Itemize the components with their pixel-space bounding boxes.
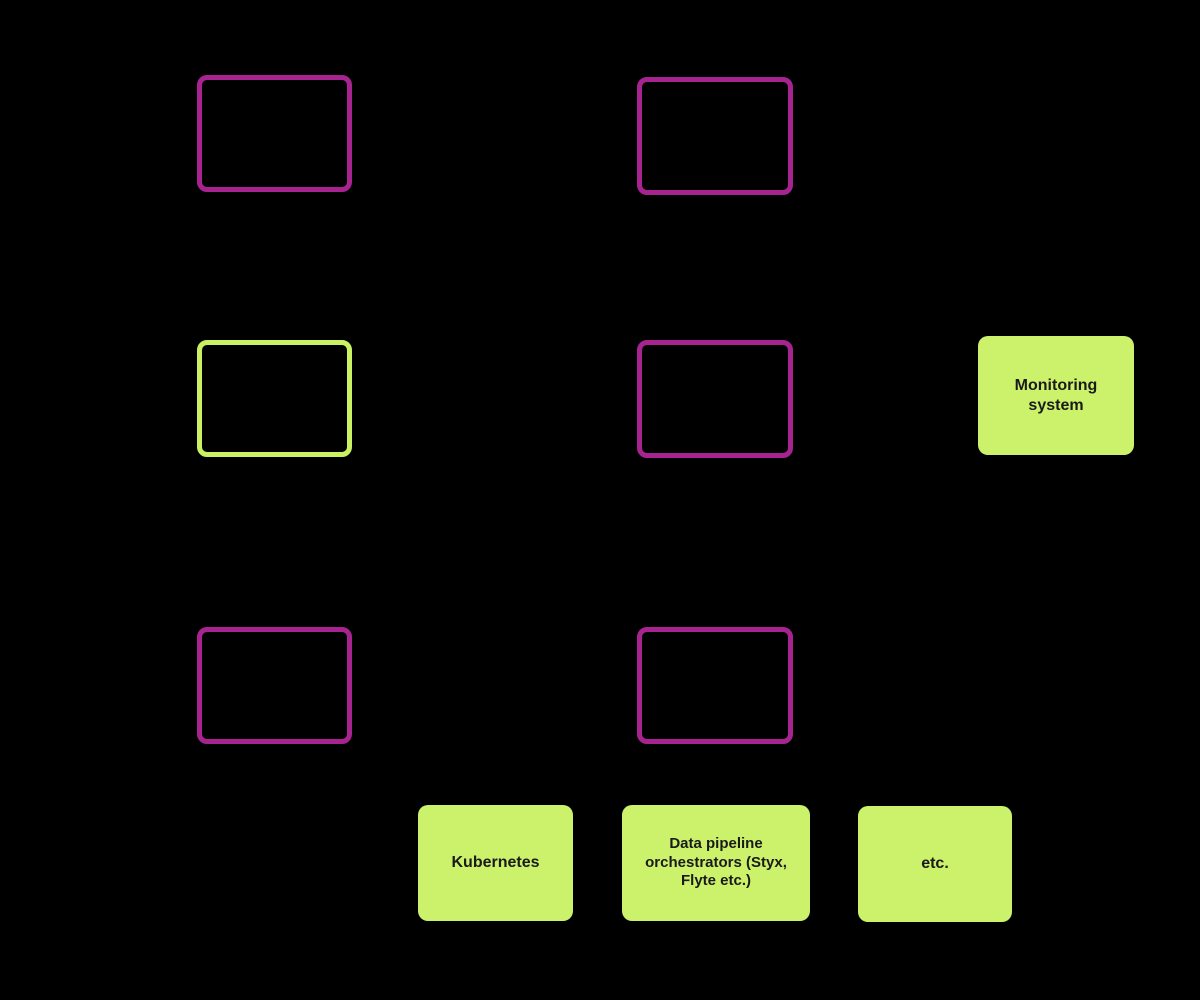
kubernetes-node: Kubernetes (418, 805, 573, 921)
outlined-node-row2-mid (637, 340, 793, 458)
outlined-node-row2-left (197, 340, 352, 457)
data-pipeline-orchestrators-label: Data pipeline orchestrators (Styx, Flyte… (645, 834, 787, 890)
etc-label: etc. (921, 855, 949, 872)
kubernetes-label: Kubernetes (451, 854, 540, 871)
outlined-node-row1-left (197, 75, 352, 192)
etc-node: etc. (858, 806, 1012, 922)
outlined-node-row3-left (197, 627, 352, 744)
outlined-node-row3-mid (637, 627, 793, 744)
data-pipeline-orchestrators-node: Data pipeline orchestrators (Styx, Flyte… (622, 805, 810, 921)
outlined-node-row1-mid (637, 77, 793, 195)
monitoring-system-label: Monitoring system (1014, 376, 1098, 414)
monitoring-system-node: Monitoring system (978, 336, 1134, 455)
